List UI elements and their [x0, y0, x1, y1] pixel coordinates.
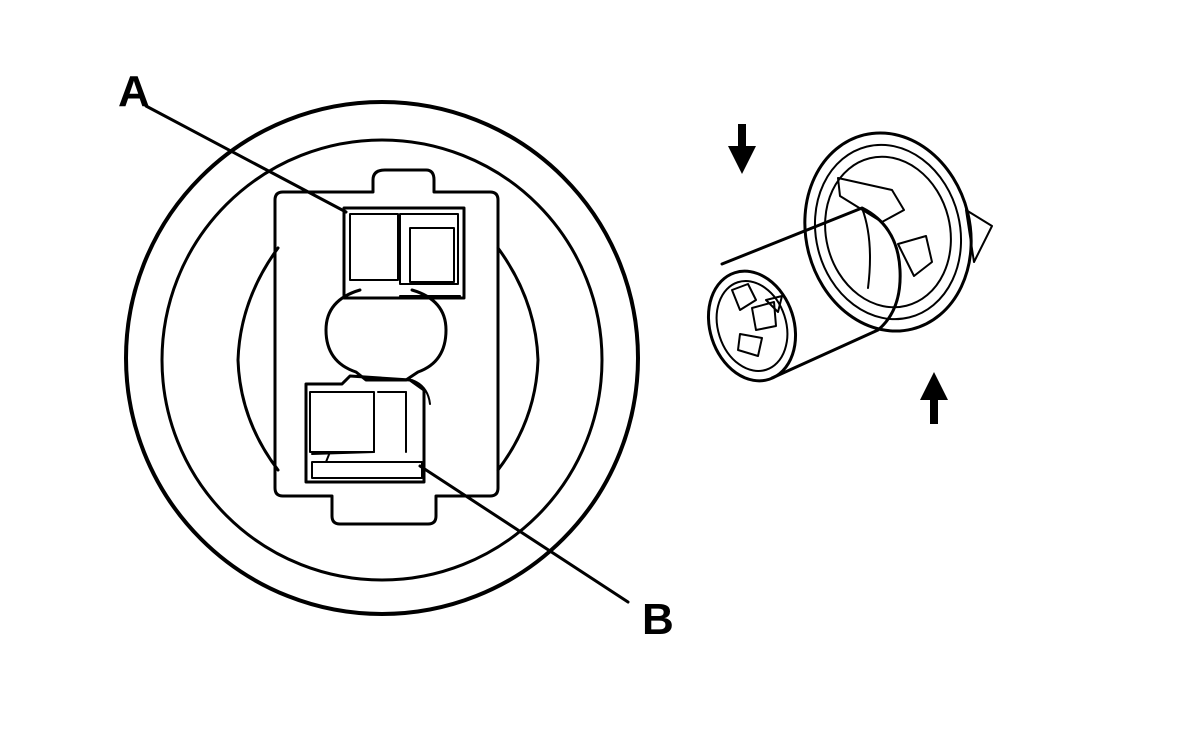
socket-flange	[803, 131, 973, 333]
arrow-up-icon	[920, 372, 948, 424]
socket-barrel-opening	[706, 269, 798, 383]
inner-contacts	[731, 283, 783, 357]
locking-tab-right	[965, 209, 993, 263]
socket-face-view: A B	[118, 67, 674, 644]
leader-line-b	[418, 464, 630, 604]
locking-tab-top	[837, 177, 905, 223]
center-keyhole	[324, 288, 448, 382]
socket-outer-ring	[124, 100, 640, 616]
socket-inner-opening	[236, 246, 540, 472]
locking-tab-side	[897, 235, 933, 277]
contact-carrier-outline	[273, 168, 500, 526]
terminal-a	[342, 206, 466, 300]
arrow-down-icon	[728, 124, 756, 174]
terminal-b	[304, 374, 426, 484]
socket-barrel	[720, 206, 902, 380]
bulb-socket-isometric	[706, 124, 993, 424]
leader-line-a	[144, 104, 348, 214]
callout-label-b: B	[642, 595, 674, 644]
socket-inner-ring	[160, 138, 604, 582]
callout-label-a: A	[118, 67, 150, 116]
